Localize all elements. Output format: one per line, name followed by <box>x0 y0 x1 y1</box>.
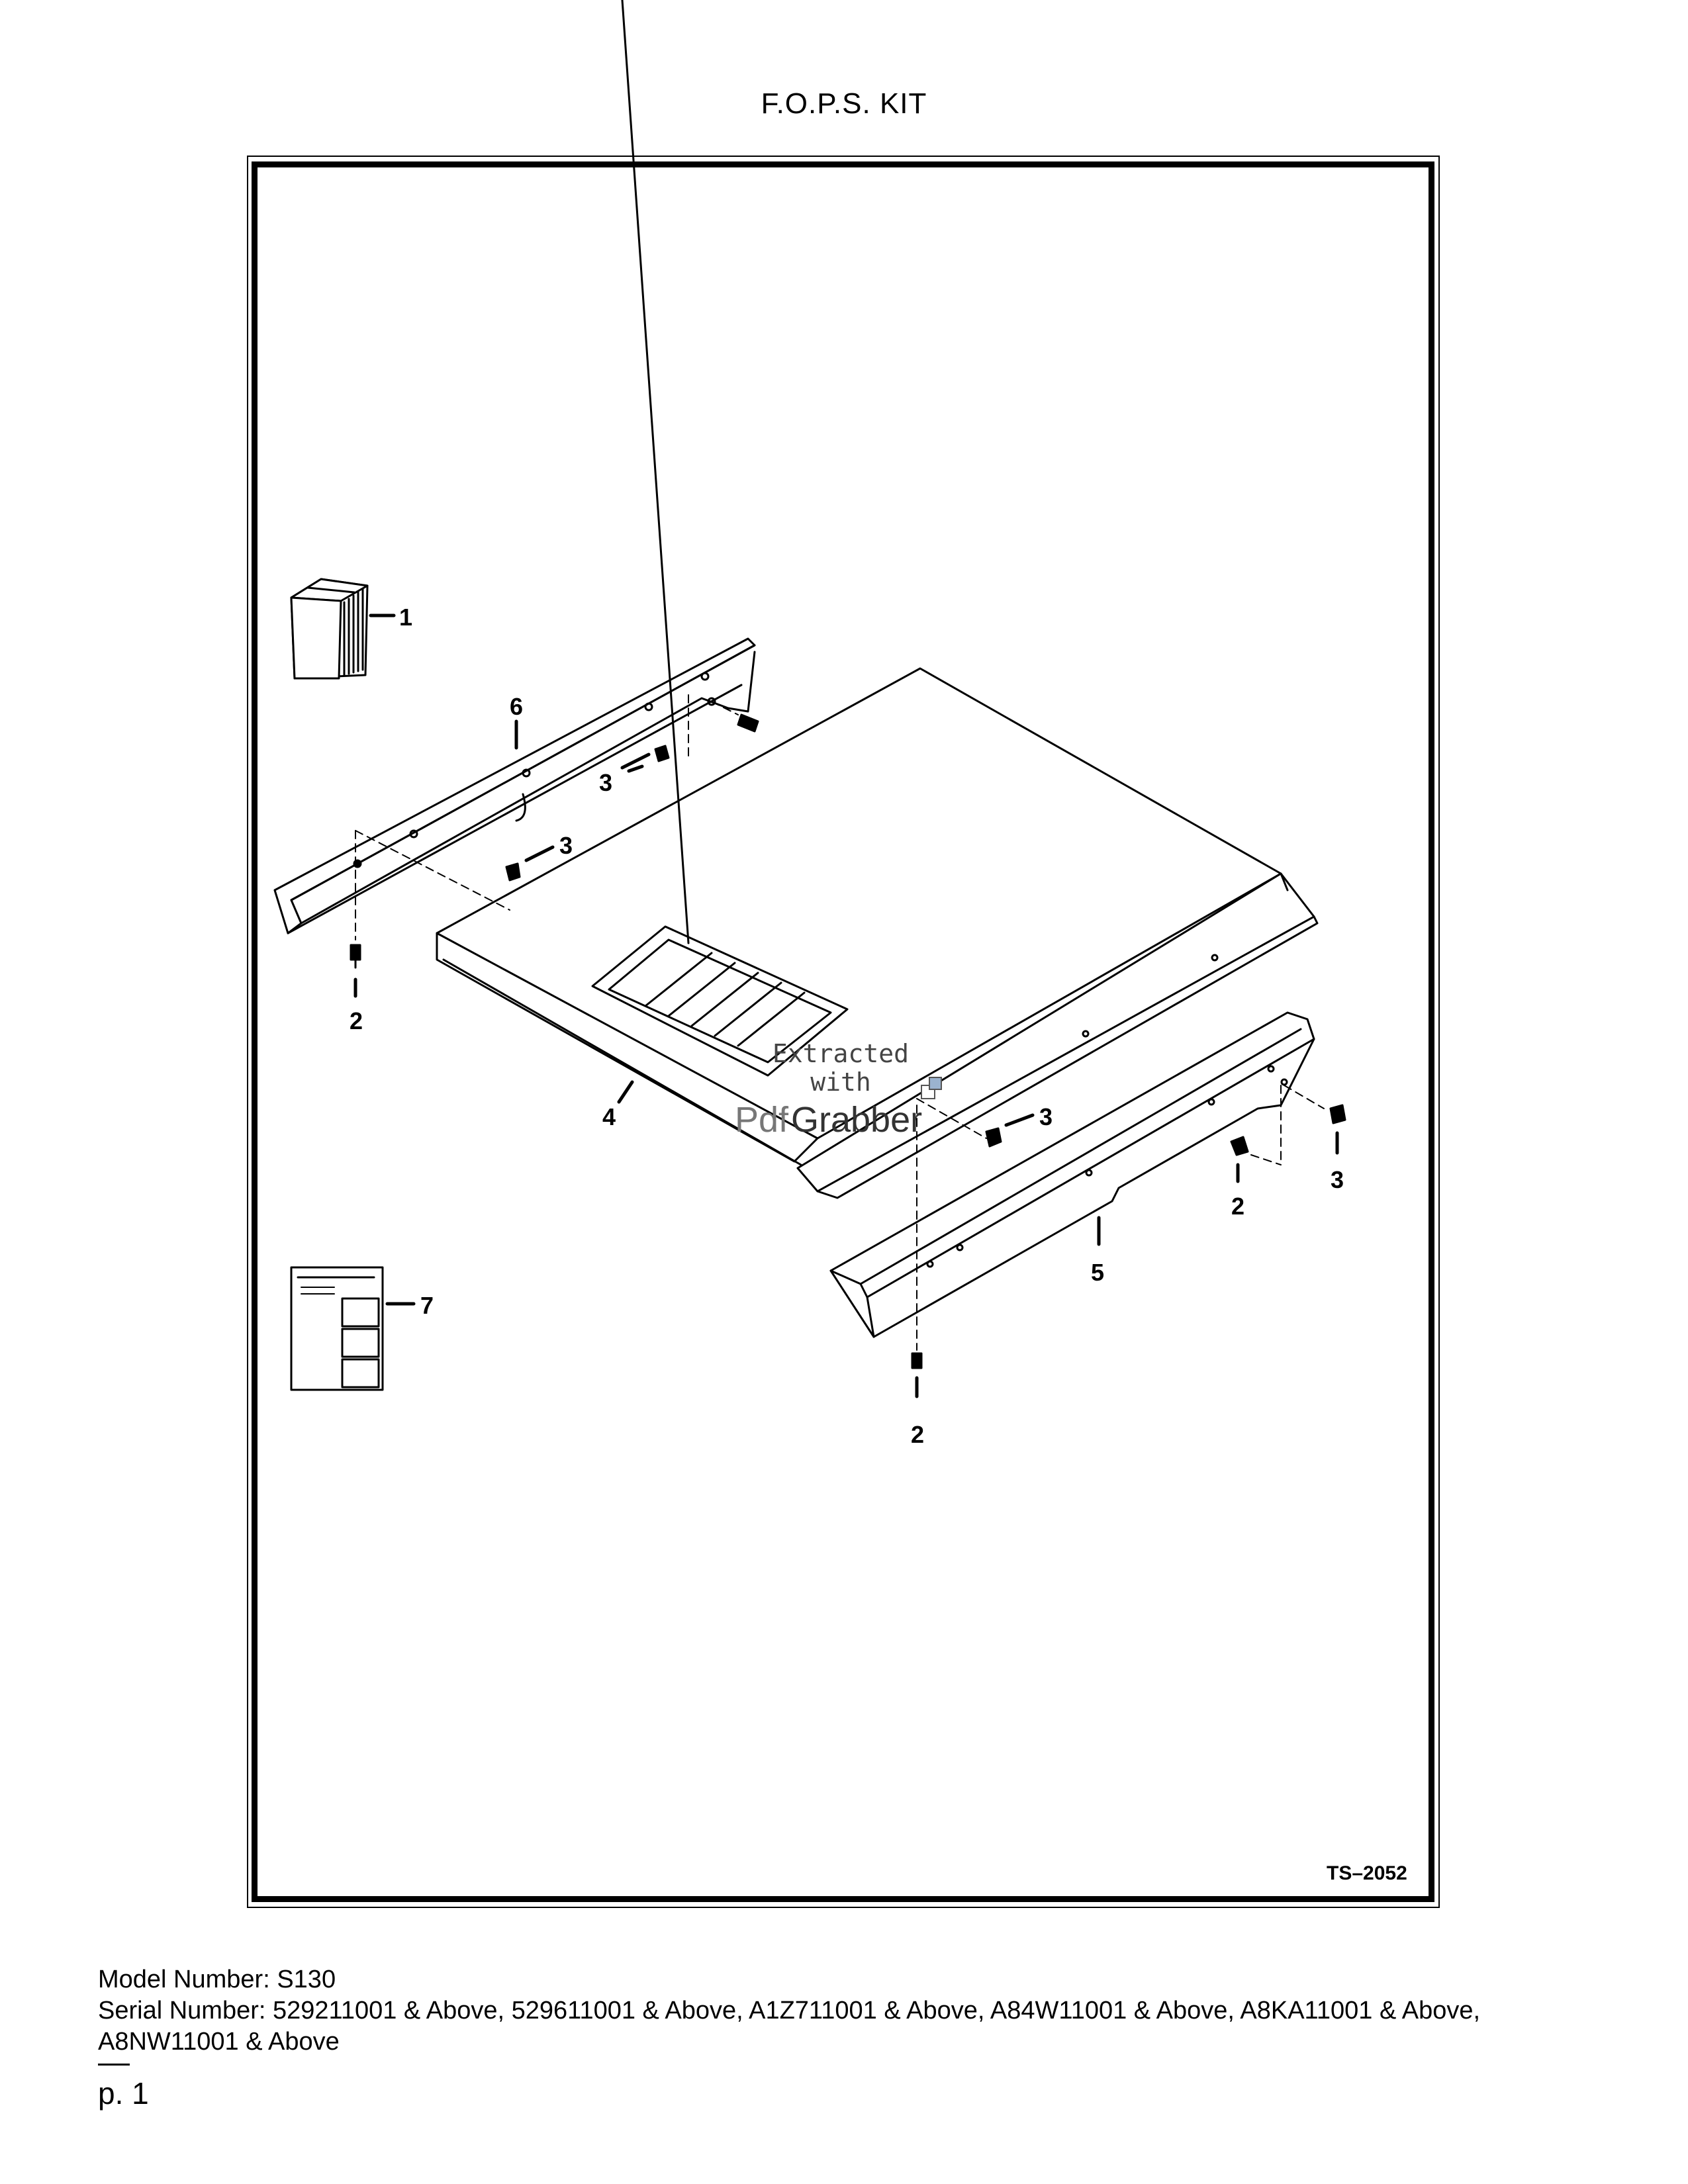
callout-2: 2 <box>1231 1193 1244 1220</box>
serial-number-value: 529211001 & Above, 529611001 & Above, A1… <box>98 1997 1481 2056</box>
model-info: Model Number: S130 Serial Number: 529211… <box>98 1964 1601 2058</box>
callout-4: 4 <box>602 1103 616 1130</box>
pdfgrabber-watermark: Extracted with Pdf Grabber <box>735 1039 942 1140</box>
part-5-right-rail <box>829 1011 1315 1338</box>
fastener-hardware <box>350 694 1346 1398</box>
callout-7: 7 <box>420 1292 434 1319</box>
callout-3: 3 <box>599 769 612 796</box>
serial-number-line: Serial Number: 529211001 & Above, 529611… <box>98 1995 1601 2058</box>
watermark-line-2: with <box>810 1068 871 1097</box>
callout-1: 1 <box>399 604 412 631</box>
part-7-instruction-sheet <box>290 1266 416 1391</box>
callout-3: 3 <box>1331 1166 1344 1193</box>
callout-2: 2 <box>911 1421 924 1448</box>
callout-6: 6 <box>510 693 523 720</box>
drawing-frame-outer <box>247 156 1440 1908</box>
part-6-left-rail <box>273 637 756 934</box>
callout-2: 2 <box>350 1007 363 1034</box>
callout-5: 5 <box>1091 1259 1104 1286</box>
callout-3: 3 <box>1039 1103 1053 1130</box>
watermark-line-1: Extracted <box>773 1039 909 1068</box>
watermark-brand-pdf: Pdf <box>735 1100 789 1140</box>
drawing-frame <box>252 161 1434 1902</box>
model-number-label: Model Number: <box>98 1966 270 1993</box>
drawing-number: TS–2052 <box>1327 1862 1407 1884</box>
model-number-value: S130 <box>277 1966 336 1993</box>
watermark-brand-grabber: Grabber <box>791 1100 922 1140</box>
callout-3: 3 <box>559 832 573 859</box>
serial-number-label: Serial Number: <box>98 1997 266 2025</box>
footer-rule <box>98 2064 130 2066</box>
model-number-line: Model Number: S130 <box>98 1964 1601 1995</box>
part-1-box <box>290 578 396 680</box>
part-4-roof-panel <box>436 0 1319 1199</box>
page-number: p. 1 <box>98 2076 149 2111</box>
page-title: F.O.P.S. KIT <box>761 87 927 120</box>
